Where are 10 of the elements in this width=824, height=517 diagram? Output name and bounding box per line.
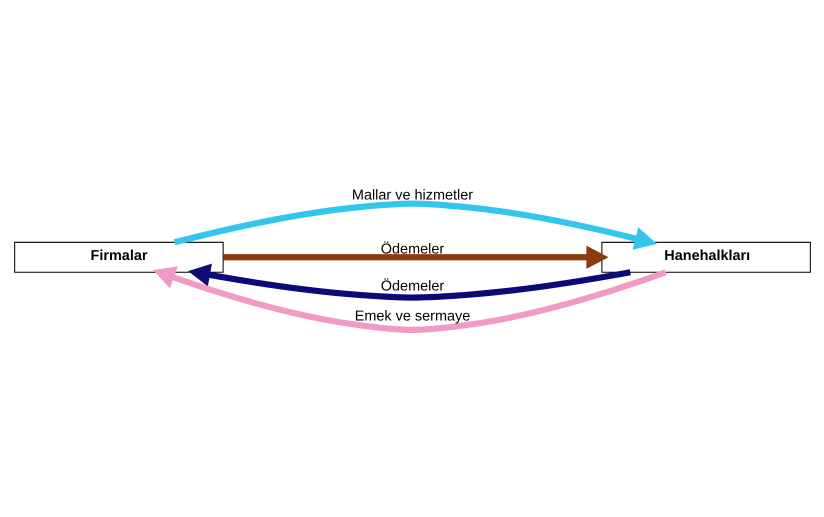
edge-label: Ödemeler	[380, 240, 444, 257]
node-box: Firmalar	[14, 241, 224, 272]
node-box: Hanehalkları	[600, 241, 810, 272]
edge-label: Mallar ve hizmetler	[351, 187, 473, 204]
arrow	[152, 266, 666, 332]
arrow	[188, 263, 630, 300]
edge-label: Emek ve sermaye	[354, 308, 470, 324]
edge-label: Ödemeler	[380, 278, 444, 294]
arrow	[173, 200, 656, 250]
arrow	[222, 245, 608, 268]
